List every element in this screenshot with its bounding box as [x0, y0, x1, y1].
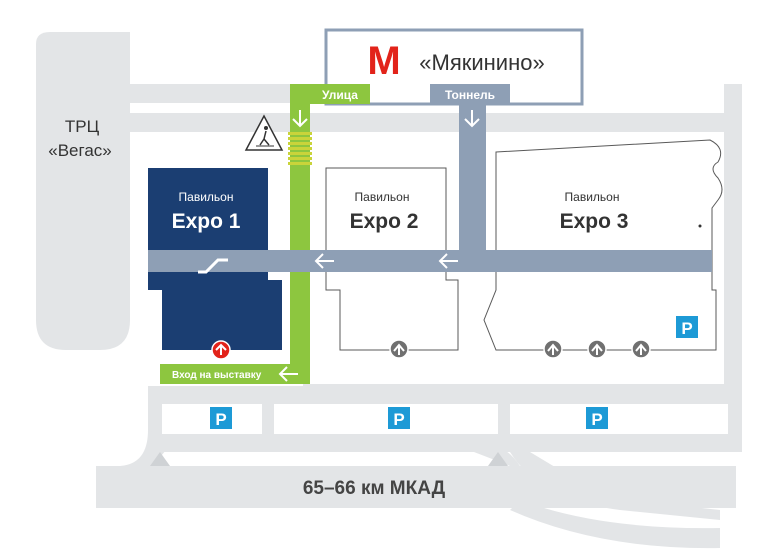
- mall-area: [36, 32, 130, 350]
- entrance-arrow-icon[interactable]: [389, 339, 409, 359]
- arrow-left-icon: [314, 253, 334, 269]
- expo2-caption: Павильон: [355, 190, 410, 204]
- arrow-left-icon: [278, 366, 298, 382]
- expo1-name: Expo 1: [172, 210, 241, 233]
- expo2-name: Expo 2: [350, 210, 419, 233]
- escalator-icon: [198, 258, 228, 274]
- mkad-exit: [510, 500, 720, 549]
- parking-symbol: P: [591, 410, 602, 429]
- parking-symbol: P: [215, 410, 226, 429]
- mkad-road: [96, 466, 736, 508]
- parking-icon[interactable]: P: [676, 316, 698, 338]
- road-label: 65–66 км МКАД: [303, 478, 446, 499]
- road-parking-bottom: [148, 434, 742, 452]
- road-network: [36, 32, 742, 549]
- expo1-caption: Павильон: [179, 190, 234, 204]
- entrance-arrow-icon[interactable]: [631, 339, 651, 359]
- exit-street-label: Улица: [322, 88, 358, 102]
- road-parking-top: [148, 386, 742, 404]
- metro-station-name: «Мякинино»: [419, 50, 544, 75]
- expo3-caption: Павильон: [565, 190, 620, 204]
- pavilion-expo-1[interactable]: Павильон Expo 1: [148, 168, 282, 350]
- parking-symbol: P: [681, 319, 692, 338]
- road-east: [724, 84, 742, 389]
- parking-icon[interactable]: P: [210, 407, 232, 429]
- road-parking-right: [728, 386, 742, 452]
- parking-icon[interactable]: P: [586, 407, 608, 429]
- arrow-down-icon: [292, 110, 308, 128]
- road-north: [130, 113, 742, 132]
- mall-label-line2: «Вегас»: [48, 141, 111, 160]
- arrow-down-icon: [464, 110, 480, 128]
- pedestrian-crossing-icon: [244, 114, 284, 151]
- parking-symbol: P: [393, 410, 404, 429]
- parking-icon[interactable]: P: [388, 407, 410, 429]
- lane-markers: [150, 452, 508, 466]
- road-divider-1: [262, 404, 274, 434]
- metro-logo-icon: М: [367, 39, 400, 83]
- corridor-end-dot: [698, 224, 702, 228]
- road-divider-2: [498, 404, 510, 434]
- passage-corridor-overlay: [148, 250, 712, 272]
- exit-tunnel-label: Тоннель: [445, 88, 495, 102]
- road-top: [130, 84, 310, 103]
- mall-label-line1: ТРЦ: [65, 117, 100, 136]
- entrance-arrow-icon[interactable]: [587, 339, 607, 359]
- pavilion-expo-3[interactable]: Павильон Expo 3: [483, 139, 723, 351]
- entrance-arrow-icon[interactable]: [543, 339, 563, 359]
- entrance-label: Вход на выставку: [172, 370, 262, 381]
- arrow-left-icon: [438, 253, 458, 269]
- entrance-arrow-icon[interactable]: [211, 340, 231, 360]
- crosswalk: [288, 132, 312, 165]
- expo3-name: Expo 3: [560, 210, 629, 233]
